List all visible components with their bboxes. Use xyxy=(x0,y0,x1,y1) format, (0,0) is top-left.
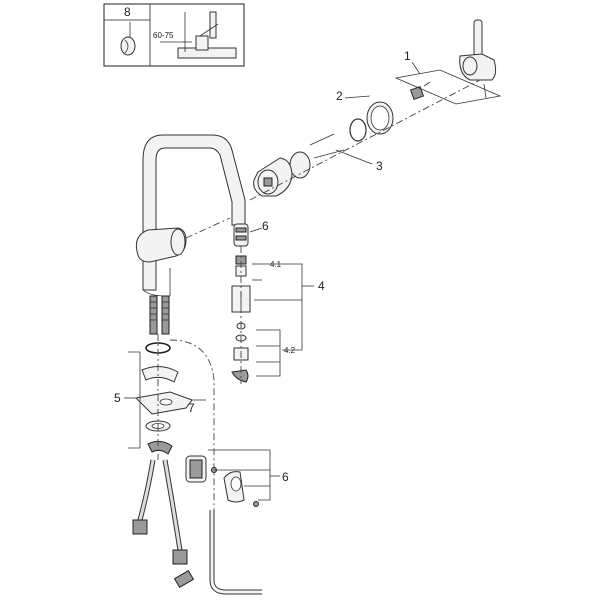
spray-head: 6 xyxy=(233,219,269,247)
mounting-kit: 5 7 xyxy=(114,334,206,460)
pull-out-hose xyxy=(169,339,262,595)
inset-dimension-label: 60-75 xyxy=(153,31,174,40)
supply-hoses xyxy=(132,459,188,565)
callout-2: 2 xyxy=(336,89,343,103)
mounting-clip-icon xyxy=(160,11,237,59)
callout-5: 5 xyxy=(114,391,121,405)
callout-8: 8 xyxy=(124,5,131,19)
hose-guide-assembly: 6 xyxy=(185,449,289,507)
inset-box: 8 60-75 xyxy=(103,3,245,67)
callout-7: 7 xyxy=(188,401,195,415)
spray-parts-group: 4.1 4 4.2 xyxy=(231,246,325,384)
callout-1: 1 xyxy=(404,49,411,63)
threaded-shanks xyxy=(149,295,170,335)
callout-3: 3 xyxy=(376,159,383,173)
callout-4-2: 4.2 xyxy=(284,346,296,355)
aerator-key-icon xyxy=(120,22,136,56)
cartridge-assembly: 1 2 3 xyxy=(249,19,502,201)
callout-6-spray: 6 xyxy=(262,219,269,233)
faucet-body xyxy=(135,134,246,297)
callout-6-hose-guide: 6 xyxy=(282,470,289,484)
callout-4: 4 xyxy=(318,279,325,293)
callout-4-1: 4.1 xyxy=(270,260,282,269)
assembly-axis xyxy=(185,217,231,239)
